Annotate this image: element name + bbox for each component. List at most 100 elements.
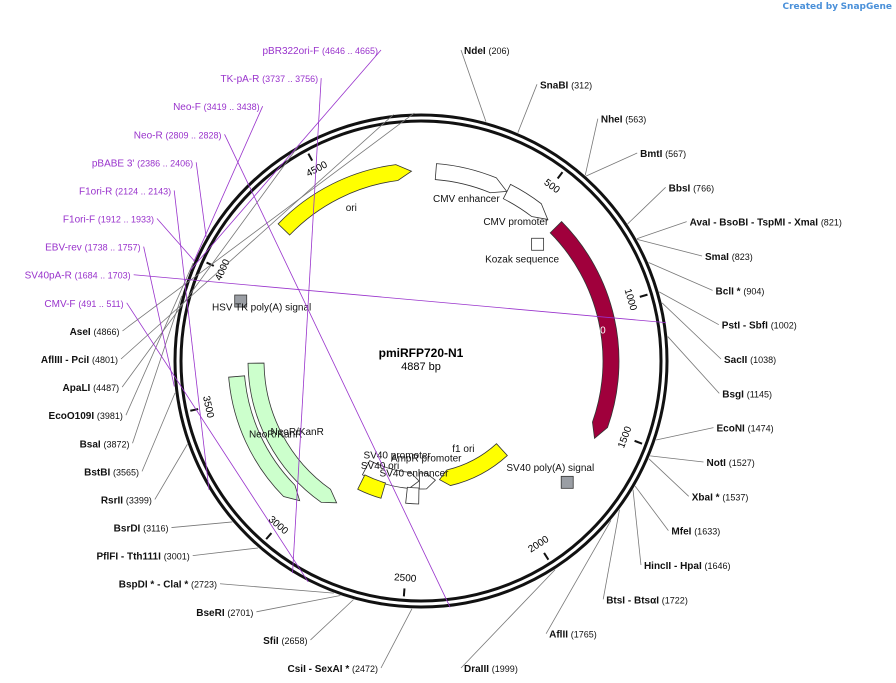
label-position: (3001) xyxy=(164,552,190,562)
site-label: BseRI (2701) xyxy=(196,608,253,619)
leader-line xyxy=(380,608,413,669)
feature-label: ori xyxy=(346,203,357,214)
site-label: BsrDI (3116) xyxy=(114,524,169,535)
tick-mark xyxy=(206,261,215,267)
label-position: (2701) xyxy=(227,608,253,618)
leader-line xyxy=(120,114,394,360)
label-name: BtsI - BtsαI xyxy=(606,595,662,606)
site-label: SnaBI (312) xyxy=(540,80,592,91)
label-position: (2386 .. 2406) xyxy=(137,158,193,168)
label-name: BmtI xyxy=(640,149,665,160)
leader-line xyxy=(156,218,195,261)
leader-line xyxy=(637,238,703,257)
leader-line xyxy=(132,295,183,444)
feature-cmv-enhancer xyxy=(434,163,508,194)
label-name: CMV-F xyxy=(44,299,78,310)
label-name: AvaI - BsoBI - TspMI - XmaI xyxy=(690,218,821,229)
label-name: AseI xyxy=(70,327,94,338)
leader-line xyxy=(256,595,341,613)
label-position: (1537) xyxy=(722,492,748,502)
label-position: (904) xyxy=(743,286,764,296)
leader-line xyxy=(141,392,176,472)
feature-neor-kanr xyxy=(228,375,301,502)
label-position: (3565) xyxy=(113,467,139,477)
label-name: F1ori-R xyxy=(79,186,115,197)
label-position: (1633) xyxy=(694,527,720,537)
leader-line xyxy=(195,162,207,238)
label-name: DraIII xyxy=(464,664,492,675)
label-name: NheI xyxy=(601,115,625,126)
leader-line xyxy=(655,427,714,441)
label-position: (4801) xyxy=(92,355,118,365)
label-position: (1002) xyxy=(771,321,797,331)
site-label: SfiI (2658) xyxy=(263,636,307,647)
tick-label: 3500 xyxy=(200,395,216,419)
backbone-ring xyxy=(173,113,669,609)
label-position: (3419 .. 3438) xyxy=(204,102,260,112)
site-label: AflIII - PciI (4801) xyxy=(41,355,118,366)
primer-label: Neo-F (3419 .. 3438) xyxy=(173,102,260,113)
site-leader-lines xyxy=(120,49,722,669)
leader-line xyxy=(126,302,309,583)
plasmid-name: pmiRFP720-N1 xyxy=(379,346,464,360)
feature-arcs xyxy=(228,163,620,505)
primer-label: SV40pA-R (1684 .. 1703) xyxy=(25,271,131,282)
label-name: RsrII xyxy=(101,495,126,506)
feature-polyA xyxy=(234,294,248,308)
label-name: MfeI xyxy=(671,527,694,538)
label-name: NotI xyxy=(706,458,728,469)
label-name: BclI * xyxy=(716,286,744,297)
label-name: CsiI - SexAI * xyxy=(288,664,352,675)
feature-label: f1 ori xyxy=(452,444,474,455)
label-position: (1474) xyxy=(748,424,774,434)
tick-label: 4500 xyxy=(305,159,330,179)
primer-label: F1ori-R (2124 .. 2143) xyxy=(79,186,171,197)
label-name: AflIII - PciI xyxy=(41,355,92,366)
label-name: TK-pA-R xyxy=(220,74,262,85)
feature-cmv-promoter xyxy=(502,183,549,220)
label-name: ApaLI xyxy=(63,383,94,394)
site-label: PstI - SbfI (1002) xyxy=(722,321,797,332)
tick-mark xyxy=(190,408,199,412)
leader-line xyxy=(171,521,233,528)
primer-label: pBR322ori-F (4646 .. 4665) xyxy=(262,46,378,57)
leader-line xyxy=(667,336,720,394)
site-label: NdeI (206) xyxy=(464,46,509,57)
label-name: NdeI xyxy=(464,46,488,57)
leader-line xyxy=(189,49,382,271)
label-name: pBABE 3' xyxy=(92,158,137,169)
leader-line xyxy=(219,583,334,594)
leader-line xyxy=(122,112,415,332)
site-label: HincII - HpaI (1646) xyxy=(644,561,731,572)
label-name: SnaBI xyxy=(540,80,571,91)
label-name: PstI - SbfI xyxy=(722,321,771,332)
tick-mark xyxy=(639,293,648,298)
site-label: NheI (563) xyxy=(601,115,646,126)
feature-label: SV40 enhancer xyxy=(380,468,450,479)
leader-line xyxy=(121,144,300,388)
label-position: (2124 .. 2143) xyxy=(115,186,171,196)
tick-mark xyxy=(402,588,406,597)
label-position: (3737 .. 3756) xyxy=(262,74,318,84)
label-position: (2658) xyxy=(281,636,307,646)
label-name: PflFI - Tth111I xyxy=(96,552,163,563)
leader-line xyxy=(310,599,354,641)
label-name: BsaI xyxy=(80,439,104,450)
primer-label: TK-pA-R (3737 .. 3756) xyxy=(220,74,318,85)
feature-label: Kozak sequence xyxy=(485,254,559,265)
label-name: BsgI xyxy=(722,389,746,400)
primer-label: CMV-F (491 .. 511) xyxy=(44,299,123,310)
label-position: (4866) xyxy=(93,327,119,337)
tick-mark xyxy=(634,439,643,445)
leader-line xyxy=(143,246,175,387)
label-name: F1ori-F xyxy=(63,215,98,226)
plasmid-center: pmiRFP720-N1 4887 bp xyxy=(379,346,464,373)
label-position: (1912 .. 1933) xyxy=(98,215,154,225)
label-position: (2723) xyxy=(191,580,217,590)
site-label: BclI * (904) xyxy=(716,286,765,297)
leader-line xyxy=(292,78,322,574)
tick-mark xyxy=(265,532,273,540)
label-position: (4646 .. 4665) xyxy=(322,46,378,56)
